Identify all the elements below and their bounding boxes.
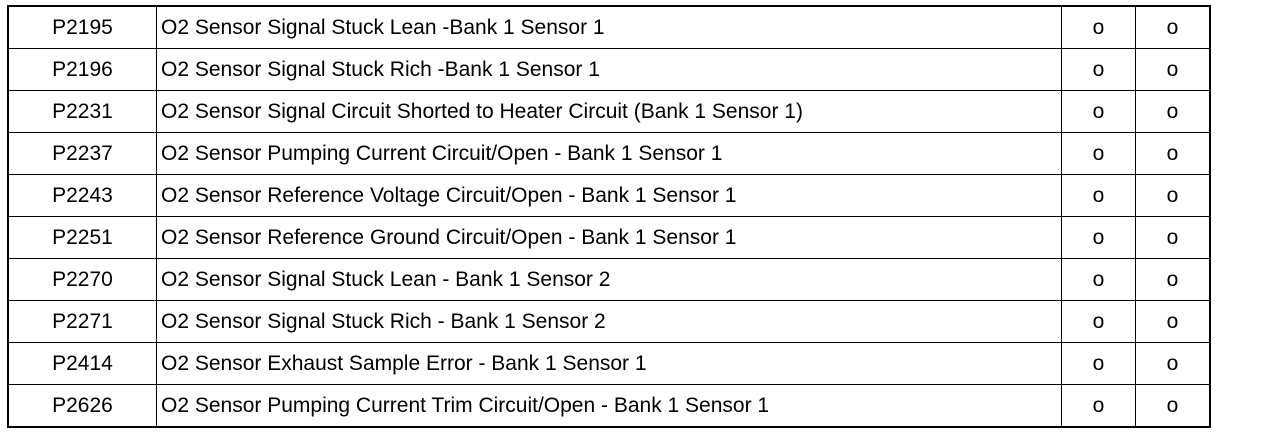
dtc-description: O2 Sensor Signal Circuit Shorted to Heat… <box>156 90 1062 133</box>
dtc-description: O2 Sensor Reference Voltage Circuit/Open… <box>156 174 1062 217</box>
table-row: P2196 O2 Sensor Signal Stuck Rich -Bank … <box>7 48 1211 91</box>
dtc-mark-1: o <box>1061 174 1136 217</box>
dtc-mark-2: o <box>1135 384 1211 428</box>
dtc-mark-1: o <box>1061 384 1136 428</box>
dtc-code: P2237 <box>7 132 157 175</box>
dtc-code: P2195 <box>7 5 157 49</box>
dtc-mark-2: o <box>1135 342 1211 385</box>
dtc-code: P2196 <box>7 48 157 91</box>
dtc-mark-2: o <box>1135 300 1211 343</box>
dtc-mark-1: o <box>1061 300 1136 343</box>
dtc-description: O2 Sensor Signal Stuck Rich -Bank 1 Sens… <box>156 48 1062 91</box>
dtc-mark-2: o <box>1135 5 1211 49</box>
table-row: P2231 O2 Sensor Signal Circuit Shorted t… <box>7 90 1211 133</box>
dtc-table: P2195 O2 Sensor Signal Stuck Lean -Bank … <box>7 5 1211 428</box>
dtc-mark-1: o <box>1061 48 1136 91</box>
dtc-mark-2: o <box>1135 174 1211 217</box>
dtc-description: O2 Sensor Signal Stuck Rich - Bank 1 Sen… <box>156 300 1062 343</box>
dtc-code: P2251 <box>7 216 157 259</box>
table-row: P2251 O2 Sensor Reference Ground Circuit… <box>7 216 1211 259</box>
dtc-description: O2 Sensor Pumping Current Circuit/Open -… <box>156 132 1062 175</box>
dtc-mark-2: o <box>1135 132 1211 175</box>
dtc-mark-2: o <box>1135 216 1211 259</box>
dtc-code: P2414 <box>7 342 157 385</box>
dtc-code: P2270 <box>7 258 157 301</box>
table-row: P2243 O2 Sensor Reference Voltage Circui… <box>7 174 1211 217</box>
table-row: P2626 O2 Sensor Pumping Current Trim Cir… <box>7 384 1211 428</box>
dtc-mark-1: o <box>1061 90 1136 133</box>
table-row: P2414 O2 Sensor Exhaust Sample Error - B… <box>7 342 1211 385</box>
dtc-description: O2 Sensor Signal Stuck Lean - Bank 1 Sen… <box>156 258 1062 301</box>
dtc-mark-1: o <box>1061 342 1136 385</box>
table-row: P2237 O2 Sensor Pumping Current Circuit/… <box>7 132 1211 175</box>
dtc-mark-2: o <box>1135 90 1211 133</box>
table-row: P2195 O2 Sensor Signal Stuck Lean -Bank … <box>7 5 1211 49</box>
dtc-description: O2 Sensor Reference Ground Circuit/Open … <box>156 216 1062 259</box>
dtc-description: O2 Sensor Pumping Current Trim Circuit/O… <box>156 384 1062 428</box>
dtc-code: P2271 <box>7 300 157 343</box>
dtc-mark-1: o <box>1061 258 1136 301</box>
table-row: P2270 O2 Sensor Signal Stuck Lean - Bank… <box>7 258 1211 301</box>
dtc-description: O2 Sensor Exhaust Sample Error - Bank 1 … <box>156 342 1062 385</box>
dtc-code: P2243 <box>7 174 157 217</box>
dtc-mark-2: o <box>1135 48 1211 91</box>
dtc-code: P2231 <box>7 90 157 133</box>
dtc-mark-1: o <box>1061 132 1136 175</box>
dtc-mark-1: o <box>1061 5 1136 49</box>
dtc-mark-1: o <box>1061 216 1136 259</box>
dtc-code: P2626 <box>7 384 157 428</box>
dtc-mark-2: o <box>1135 258 1211 301</box>
table-row: P2271 O2 Sensor Signal Stuck Rich - Bank… <box>7 300 1211 343</box>
dtc-description: O2 Sensor Signal Stuck Lean -Bank 1 Sens… <box>156 5 1062 49</box>
dtc-table-body: P2195 O2 Sensor Signal Stuck Lean -Bank … <box>7 5 1211 428</box>
